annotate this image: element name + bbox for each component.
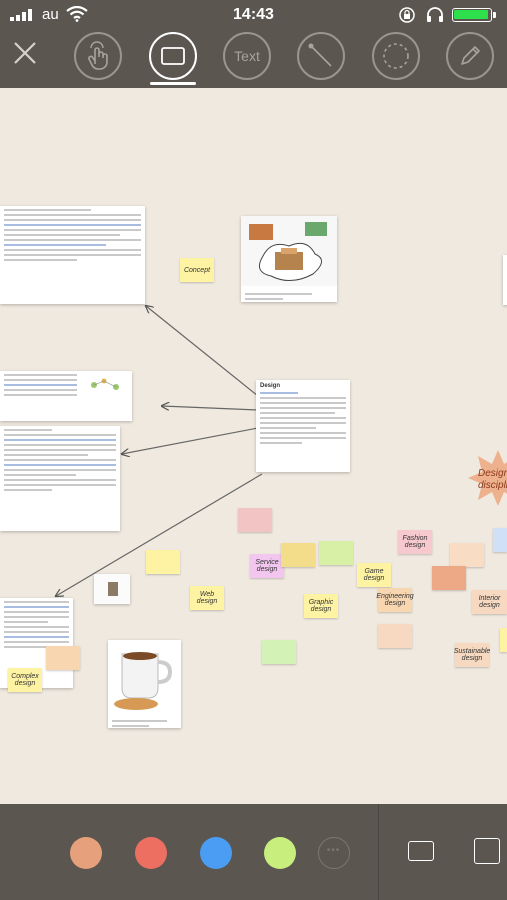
color-swatch-red[interactable] bbox=[135, 837, 167, 869]
sketch-sticky-note[interactable] bbox=[378, 624, 412, 648]
dashed-circle-icon bbox=[383, 43, 409, 69]
pen-tool-button[interactable] bbox=[446, 32, 494, 80]
touch-tool-button[interactable] bbox=[74, 32, 122, 80]
starburst-shape[interactable] bbox=[468, 448, 507, 508]
product-photo bbox=[94, 574, 130, 604]
active-tool-indicator bbox=[150, 82, 196, 85]
text-tool-button[interactable]: Text bbox=[223, 32, 271, 80]
sticky-note[interactable]: Interior design bbox=[472, 590, 507, 614]
article-card[interactable] bbox=[0, 426, 120, 531]
pencil-icon bbox=[461, 46, 480, 65]
sticky-note[interactable]: Fashion design bbox=[398, 530, 432, 554]
more-colors-button[interactable]: ••• bbox=[318, 837, 350, 869]
line-tool-button[interactable] bbox=[297, 32, 345, 80]
signal-icon bbox=[10, 9, 32, 21]
status-bar: au 14:43 bbox=[0, 0, 507, 30]
sketch-sticky-note[interactable] bbox=[493, 528, 507, 552]
battery-icon bbox=[452, 8, 496, 22]
article-card[interactable] bbox=[0, 371, 132, 421]
lasso-tool-button[interactable] bbox=[372, 32, 420, 80]
small-illustration bbox=[91, 378, 119, 390]
text-tool-label: Text bbox=[234, 48, 260, 64]
sticky-note[interactable]: Complex design bbox=[8, 668, 42, 692]
article-card-edge[interactable] bbox=[503, 255, 507, 305]
color-swatch-blue[interactable] bbox=[200, 837, 232, 869]
sketch-sticky-note[interactable] bbox=[450, 543, 484, 567]
diagonal-line-icon bbox=[308, 43, 332, 67]
carrier-name: au bbox=[42, 6, 59, 23]
connector-lines bbox=[0, 88, 263, 804]
sketch-sticky-note[interactable] bbox=[319, 541, 353, 565]
headphones-icon bbox=[427, 7, 443, 22]
sticky-note[interactable]: Graphic design bbox=[304, 594, 338, 618]
design-article-card[interactable]: Design bbox=[256, 380, 350, 472]
product-sketch-image bbox=[241, 216, 337, 286]
clock: 14:43 bbox=[233, 6, 274, 23]
mug-image-card[interactable] bbox=[108, 640, 181, 728]
product-image-card[interactable] bbox=[241, 216, 337, 302]
drawing-toolbar: Text bbox=[0, 30, 507, 88]
article-card[interactable] bbox=[0, 206, 145, 304]
sketch-sticky-note[interactable] bbox=[238, 508, 272, 532]
rectangle-icon bbox=[161, 47, 185, 65]
square-shape-button[interactable] bbox=[474, 838, 500, 864]
rectangle-shape-button[interactable] bbox=[408, 841, 434, 861]
sticky-note[interactable]: Concept bbox=[180, 258, 214, 282]
orientation-lock-icon bbox=[399, 7, 415, 23]
close-x-icon[interactable] bbox=[10, 38, 40, 68]
wifi-icon bbox=[66, 6, 88, 22]
sticky-note[interactable]: Web design bbox=[190, 586, 224, 610]
color-swatch-orange[interactable] bbox=[70, 837, 102, 869]
sticky-note[interactable]: Sustainable design bbox=[454, 643, 490, 667]
sticky-note[interactable]: Service design bbox=[250, 554, 284, 578]
starburst-label: Design disciplines bbox=[478, 468, 507, 491]
sticky-note[interactable]: Engineering design bbox=[376, 588, 414, 612]
color-swatch-green[interactable] bbox=[264, 837, 296, 869]
sketch-sticky-note[interactable] bbox=[146, 550, 180, 574]
hand-pointer-icon bbox=[88, 41, 108, 70]
rectangle-tool-button[interactable] bbox=[149, 32, 197, 80]
sketch-sticky-note[interactable] bbox=[432, 566, 466, 590]
whiteboard-canvas[interactable]: Design Co bbox=[0, 88, 507, 804]
sketch-sticky-note[interactable] bbox=[281, 543, 315, 567]
sketch-sticky-note[interactable] bbox=[46, 646, 80, 670]
palette-divider bbox=[378, 804, 379, 900]
design-article-title: Design bbox=[260, 383, 281, 389]
sticky-note[interactable]: Game design bbox=[357, 563, 391, 587]
sketch-sticky-note[interactable] bbox=[262, 640, 296, 664]
mug-photo bbox=[108, 640, 181, 712]
color-palette: ••• bbox=[0, 804, 507, 900]
sketch-sticky-note[interactable] bbox=[500, 628, 507, 652]
thumbnail-card[interactable] bbox=[94, 574, 130, 604]
